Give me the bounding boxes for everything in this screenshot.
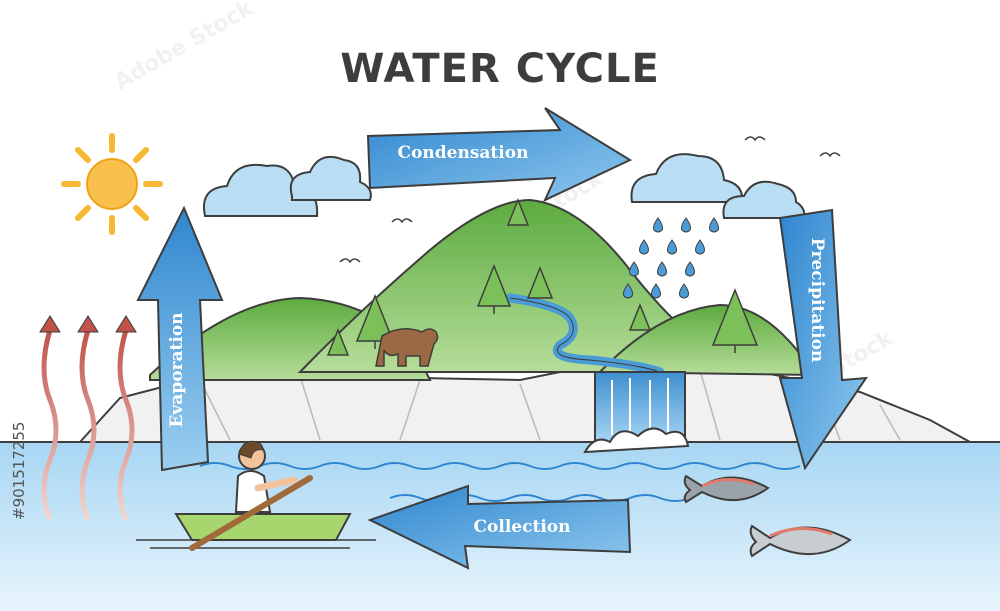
watermark-text: Adobe Stock bbox=[111, 0, 259, 95]
collection-label: Collection bbox=[474, 517, 571, 537]
rower-body bbox=[234, 470, 272, 513]
bird-icon bbox=[744, 136, 766, 142]
heat-arrows bbox=[41, 329, 135, 521]
tree-icon bbox=[526, 265, 554, 299]
waterfall-splash bbox=[583, 427, 690, 454]
tree-icon bbox=[711, 287, 759, 353]
cliff-shading bbox=[199, 369, 901, 441]
bird-icon bbox=[391, 218, 413, 224]
raindrop-icon bbox=[657, 261, 667, 277]
heat-arrow-icon bbox=[79, 329, 97, 521]
raindrop-icon bbox=[681, 217, 691, 233]
birds bbox=[339, 136, 841, 264]
evaporation-arrow: Evaporation bbox=[136, 205, 224, 472]
wave-line bbox=[199, 462, 801, 470]
river-outline bbox=[509, 297, 661, 373]
tree-icon bbox=[506, 197, 530, 226]
fish-stripe bbox=[769, 526, 833, 538]
heat-arrow-icon bbox=[117, 329, 135, 521]
cloud-icon bbox=[630, 153, 744, 203]
hill-right bbox=[597, 303, 817, 377]
fish-icon bbox=[749, 524, 852, 558]
page-title: WATER CYCLE bbox=[340, 46, 660, 92]
heat-arrow-icon bbox=[41, 329, 59, 521]
cloud-icon bbox=[289, 156, 372, 201]
raindrop-icon bbox=[679, 283, 689, 299]
rower-arm bbox=[254, 476, 298, 492]
tree-icon bbox=[326, 327, 350, 356]
condensation-arrow: Condensation bbox=[366, 107, 633, 203]
raindrop-icon bbox=[651, 283, 661, 299]
raindrop-icon bbox=[667, 239, 677, 255]
precipitation-arrow: Precipitation bbox=[778, 208, 869, 471]
rain-drops bbox=[623, 217, 719, 299]
waterfall-streaks bbox=[611, 378, 669, 438]
rower-hair bbox=[238, 440, 264, 459]
raindrop-icon bbox=[639, 239, 649, 255]
tree-icon bbox=[476, 263, 512, 314]
oar-icon bbox=[189, 475, 313, 551]
boat-group bbox=[136, 440, 376, 551]
heat-arrowheads bbox=[39, 315, 137, 333]
bird-icon bbox=[819, 152, 841, 158]
tree-group bbox=[326, 197, 759, 356]
raindrop-icon bbox=[685, 261, 695, 277]
evaporation-label: Evaporation bbox=[167, 312, 187, 427]
raindrop-icon bbox=[653, 217, 663, 233]
boat-icon bbox=[174, 513, 352, 541]
cloud-group-right bbox=[630, 153, 806, 219]
tree-icon bbox=[628, 302, 652, 331]
bear-icon bbox=[375, 328, 439, 367]
raindrop-icon bbox=[629, 261, 639, 277]
raindrop-icon bbox=[695, 239, 705, 255]
collection-arrow: Collection bbox=[367, 484, 632, 570]
condensation-label: Condensation bbox=[398, 143, 529, 163]
fish-group bbox=[683, 474, 852, 558]
sun-icon bbox=[61, 133, 163, 235]
boat-shadow bbox=[136, 539, 376, 549]
precipitation-label: Precipitation bbox=[807, 238, 827, 363]
cloud-icon bbox=[722, 180, 806, 219]
bird-icon bbox=[339, 258, 361, 264]
raindrop-icon bbox=[623, 283, 633, 299]
stock-id: #901517255 bbox=[10, 422, 28, 520]
cloud-group-left bbox=[203, 156, 372, 217]
raindrop-icon bbox=[709, 217, 719, 233]
fish-stripe bbox=[701, 478, 755, 488]
